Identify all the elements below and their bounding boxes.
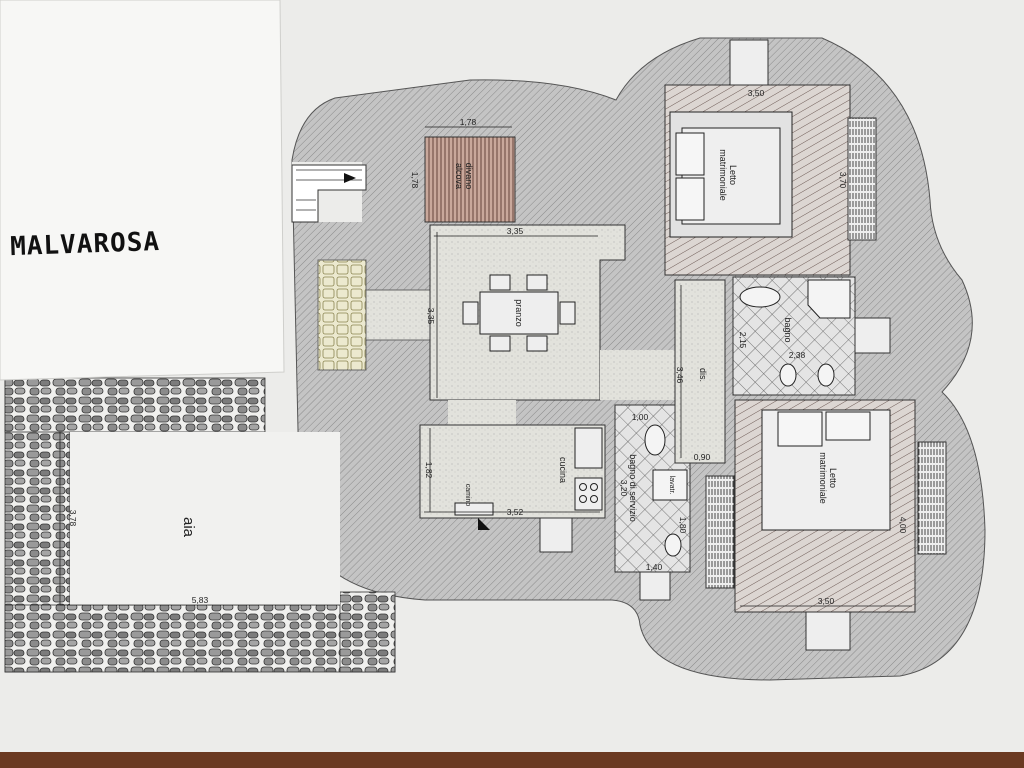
room-alcova [424,136,516,223]
dim-bs-len: 3,20 [619,480,629,497]
wood-table [0,752,1024,768]
passage [365,289,431,341]
shower [807,279,851,319]
dim-letto1-width: 3,50 [748,88,765,98]
dim-bs-d1: 1,80 [678,517,688,534]
label-alcova: alcova [454,163,464,189]
window-niche [854,317,891,354]
arrow-icon [344,173,356,183]
radiator [917,441,947,555]
label-letto-2: Letto [828,468,838,488]
dim-dis-len: 3,46 [675,367,685,384]
corridor [600,350,675,400]
dim-bs-w1: 1,00 [632,412,649,422]
dim-pranzo-depth: 3,35 [426,308,436,325]
dim-bs-w2: 1,40 [646,562,663,572]
dim-alcova-width: 1,78 [460,117,477,127]
label-matrimoniale-1: matrimoniale [718,149,728,201]
sink [574,427,603,469]
toilet [779,363,797,387]
label-divano: divano [464,163,474,190]
envelope [0,0,285,381]
toilet [664,533,682,557]
window-niche [729,39,769,86]
label-letto-1: Letto [728,165,738,185]
label-matrimoniale-2: matrimoniale [818,452,828,504]
dim-letto2-depth: 4,00 [898,517,908,534]
window-niche [805,611,851,651]
washbasin [644,424,666,456]
radiator [847,117,877,241]
dim-bagno-depth: 2,15 [738,332,748,349]
window-niche [639,571,671,601]
dim-cucina-width: 3,52 [507,507,524,517]
dim-bagno-width: 2,38 [789,350,806,360]
room-aia [70,432,340,605]
stone-wall [317,259,367,371]
handwritten-title: MALVAROSA [10,227,161,262]
radiator [705,475,735,589]
chimney [539,517,573,553]
dim-aia-depth: 3,78 [68,510,78,527]
label-pranzo: pranzo [514,299,524,327]
dim-letto2-width: 3,50 [818,596,835,606]
dim-alcova-depth: 1,78 [410,172,420,189]
dining-table [462,274,576,352]
fireplace [454,502,494,516]
aia-stone-wall [4,377,396,673]
dim-letto1-depth: 3,70 [838,172,848,189]
bathtub [739,286,781,308]
label-aia: aia [180,517,197,538]
stove [574,477,603,511]
washing-machine [652,469,688,501]
label-lavatr: lavatr. [668,476,675,495]
label-cucina: cucina [558,457,568,483]
arrow-icon [478,518,490,530]
room-disimpegno [674,279,726,464]
room-cucina [419,424,606,519]
bidet [817,363,835,387]
label-bagno: bagno [783,317,793,342]
label-camino: camino [464,484,471,507]
dim-dis-width: 0,90 [694,452,711,462]
dim-pranzo-width: 3,35 [507,226,524,236]
dim-aia-width: 5,83 [192,595,209,605]
dim-cucina-depth: 1,82 [424,462,434,479]
kitchen-passage [448,400,516,425]
label-dis: dis. [698,368,708,382]
label-bagno-servizio: bagno di servizio [628,454,638,522]
